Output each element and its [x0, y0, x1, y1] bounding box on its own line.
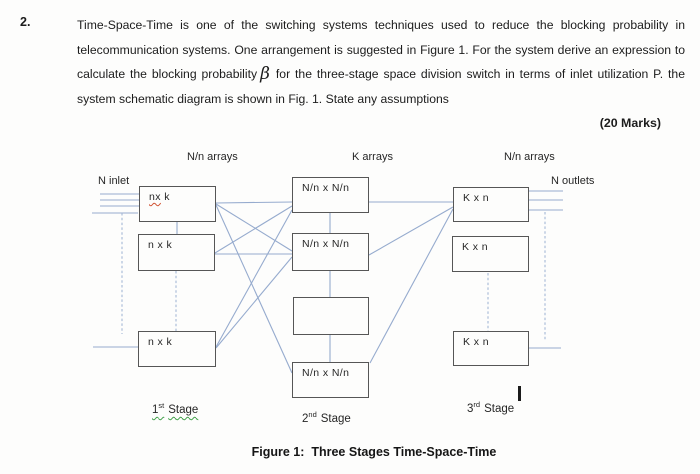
- figure-caption: Figure 1: Three Stages Time-Space-Time: [251, 445, 497, 459]
- stage1-internal-links: [175, 222, 178, 331]
- misspelled-text: nx: [149, 191, 161, 203]
- switch-box-label: nx k: [149, 191, 170, 203]
- question-text-before-beta: Time-Space-Time is one of the switching …: [77, 18, 685, 82]
- question-text-after-beta: for the three-stage space division switc…: [77, 67, 685, 106]
- outlet-label: N outlets: [551, 175, 595, 187]
- switch-box-stage2-1: N/n x N/n: [292, 177, 369, 213]
- switch-box-stage3-2: K x n: [452, 236, 529, 272]
- switch-box-stage3-1: K x n: [453, 187, 529, 222]
- switch-box-label: N/n x N/n: [302, 367, 350, 379]
- inlet-label: N inlet: [98, 175, 130, 187]
- stage1-stage2-links: [214, 201, 293, 374]
- switch-box-stage2-4: N/n x N/n: [292, 362, 369, 398]
- switch-box-label: n x k: [148, 336, 173, 348]
- switch-box-stage1-1: nx k: [139, 186, 216, 222]
- stage2-stage3-links: [368, 201, 454, 364]
- switch-box-stage1-3: n x k: [138, 331, 216, 367]
- switch-box-label: n x k: [148, 239, 173, 251]
- outlet-lines: [529, 190, 563, 349]
- switch-box-stage3-3: K x n: [453, 331, 529, 366]
- beta-symbol: β: [260, 64, 270, 85]
- question-body: Time-Space-Time is one of the switching …: [77, 13, 685, 136]
- inlet-lines: [92, 193, 139, 348]
- column-label-stage2-arrays: K arrays: [352, 151, 393, 163]
- text-cursor-mark: [518, 386, 521, 401]
- column-label-stage3-arrays: N/n arrays: [504, 151, 555, 163]
- column-label-stage1-arrays: N/n arrays: [187, 151, 238, 163]
- switch-box-label: K x n: [463, 336, 489, 348]
- switch-box-label: N/n x N/n: [302, 182, 350, 194]
- switch-box-stage1-2: n x k: [138, 234, 215, 271]
- switch-box-label: K x n: [462, 241, 488, 253]
- question-text: Time-Space-Time is one of the switching …: [77, 13, 685, 111]
- marks-label: (20 Marks): [599, 116, 661, 131]
- switch-box-label: [294, 298, 368, 302]
- switch-box-stage2-2: N/n x N/n: [292, 233, 369, 271]
- switch-box-label: K x n: [463, 192, 489, 204]
- switch-box-stage2-3: [293, 297, 369, 335]
- question-block: 2. Time-Space-Time is one of the switchi…: [0, 13, 700, 136]
- question-number: 2.: [20, 15, 31, 29]
- switch-box-label: N/n x N/n: [302, 238, 350, 250]
